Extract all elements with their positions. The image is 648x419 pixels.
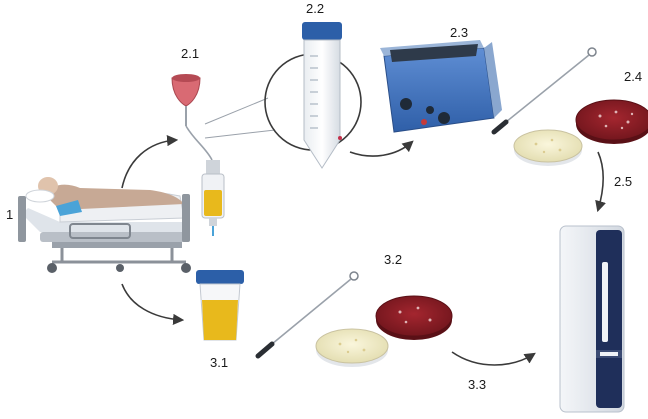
step-label-2-5: 2.5 (614, 174, 632, 189)
arrow-plates-to-analyzer (595, 151, 606, 213)
arrow-patient-to-cup (121, 283, 185, 325)
inoculation-loop-2-icon (255, 271, 359, 359)
petri-dishes-icon (513, 99, 648, 166)
ultrasonic-bath-icon (380, 40, 502, 133)
step-label-2-3: 2.3 (450, 25, 468, 40)
petri-dishes-2-icon (315, 295, 453, 367)
step-label-3-1: 3.1 (210, 355, 228, 370)
urine-bag-icon (185, 125, 225, 236)
arrow-plates3-to-analyzer (451, 351, 536, 366)
step-label-2-4: 2.4 (624, 69, 642, 84)
step-label-1: 1 (6, 207, 13, 222)
step-label-2-2: 2.2 (306, 1, 324, 16)
step-label-3-2: 3.2 (384, 252, 402, 267)
flow-arrows (121, 135, 606, 366)
arrow-tube-to-sonicator (349, 140, 414, 157)
arrow-patient-to-bag (121, 135, 179, 189)
patient-bed-icon (18, 177, 191, 273)
step-label-3-3: 3.3 (468, 377, 486, 392)
urine-specimen-cup-icon (196, 270, 244, 341)
catheter-bulb-icon (171, 74, 201, 126)
step-label-2-1: 2.1 (181, 46, 199, 61)
inoculation-loop-icon (491, 47, 597, 135)
centrifuge-tube-icon (204, 22, 362, 169)
maldi-tof-analyzer-icon (559, 225, 625, 413)
